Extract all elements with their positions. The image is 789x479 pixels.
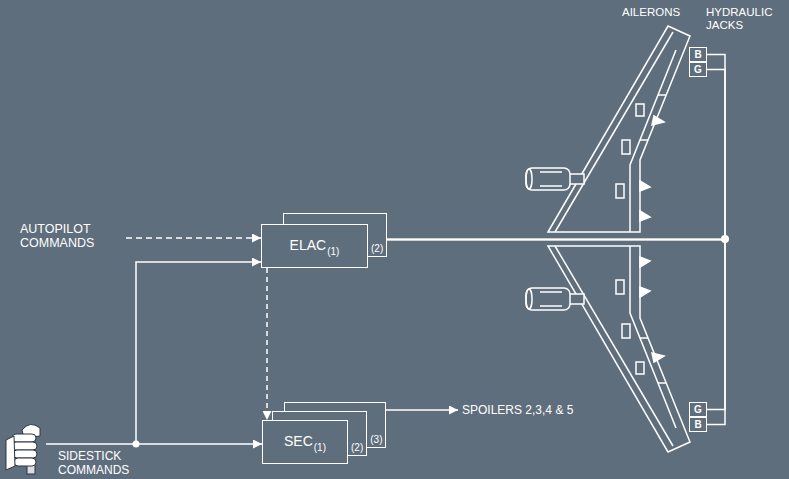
box-label: ELAC xyxy=(290,238,327,253)
computer-box: SEC(1) xyxy=(262,420,348,464)
box-label: SEC xyxy=(284,434,313,449)
signal-line xyxy=(266,268,268,420)
autopilot-line xyxy=(126,237,261,239)
hydraulic-jack: B xyxy=(689,417,707,432)
flap-fairing xyxy=(652,116,664,125)
part-label: AILERONS xyxy=(622,6,680,19)
engine-inlet xyxy=(526,169,532,189)
wing xyxy=(526,246,690,452)
wing-outline xyxy=(548,26,690,232)
signal-line xyxy=(368,239,725,409)
unit-number: (1) xyxy=(314,442,326,453)
box-label: (2) xyxy=(351,442,363,453)
signal-label: SIDESTICK COMMANDS xyxy=(58,449,129,477)
flap-line xyxy=(630,50,676,232)
flap-joint xyxy=(640,139,648,141)
finger xyxy=(14,458,36,466)
box-label: B xyxy=(694,50,701,60)
signal-label: AUTOPILOT COMMANDS xyxy=(20,222,110,250)
sidestick-line xyxy=(46,443,262,445)
flap-fairing xyxy=(640,181,650,191)
part-label: HYDRAULIC JACKS xyxy=(706,6,784,32)
computer-box: ELAC(1) xyxy=(261,224,368,268)
signal-label: SPOILERS 2,3,4 & 5 xyxy=(462,403,573,417)
box-label: (2) xyxy=(371,243,383,254)
hydraulic-jack: G xyxy=(689,402,707,417)
engine-nacelle xyxy=(526,168,570,190)
junction-dot xyxy=(133,441,140,448)
box-label: (3) xyxy=(370,434,382,445)
unit-number: (1) xyxy=(327,246,339,257)
finger xyxy=(12,434,36,442)
sidestick-icon xyxy=(6,424,40,474)
box-label: G xyxy=(694,405,702,415)
part-label: HYDRAULIC JACKS xyxy=(706,6,772,31)
aileron-joint xyxy=(658,94,666,96)
palm xyxy=(6,436,15,470)
hydraulic-jack: B xyxy=(689,47,707,62)
hydraulic-jack: G xyxy=(689,62,707,77)
spoiler-panel xyxy=(636,104,644,116)
box-label: B xyxy=(694,420,701,430)
slat-line xyxy=(555,32,673,232)
signal-line xyxy=(368,55,725,240)
sidestick-line xyxy=(136,262,261,444)
box-label: G xyxy=(694,65,702,75)
signal-label: AUTOPILOT COMMANDS xyxy=(20,222,94,250)
spoiler-panel xyxy=(616,184,624,198)
signal-line xyxy=(368,239,725,424)
wing xyxy=(526,26,690,232)
spoiler-command-line xyxy=(380,409,458,411)
engine-detail xyxy=(540,172,562,186)
finger xyxy=(12,442,37,450)
finger xyxy=(13,450,37,458)
signal-label: SIDESTICK COMMANDS xyxy=(58,449,148,478)
flap-fairing xyxy=(640,211,650,221)
signal-label: SPOILERS 2,3,4 & 5 xyxy=(462,403,573,417)
part-label: AILERONS xyxy=(622,6,680,18)
spoiler-panel xyxy=(622,140,630,154)
signal-line xyxy=(368,70,725,240)
